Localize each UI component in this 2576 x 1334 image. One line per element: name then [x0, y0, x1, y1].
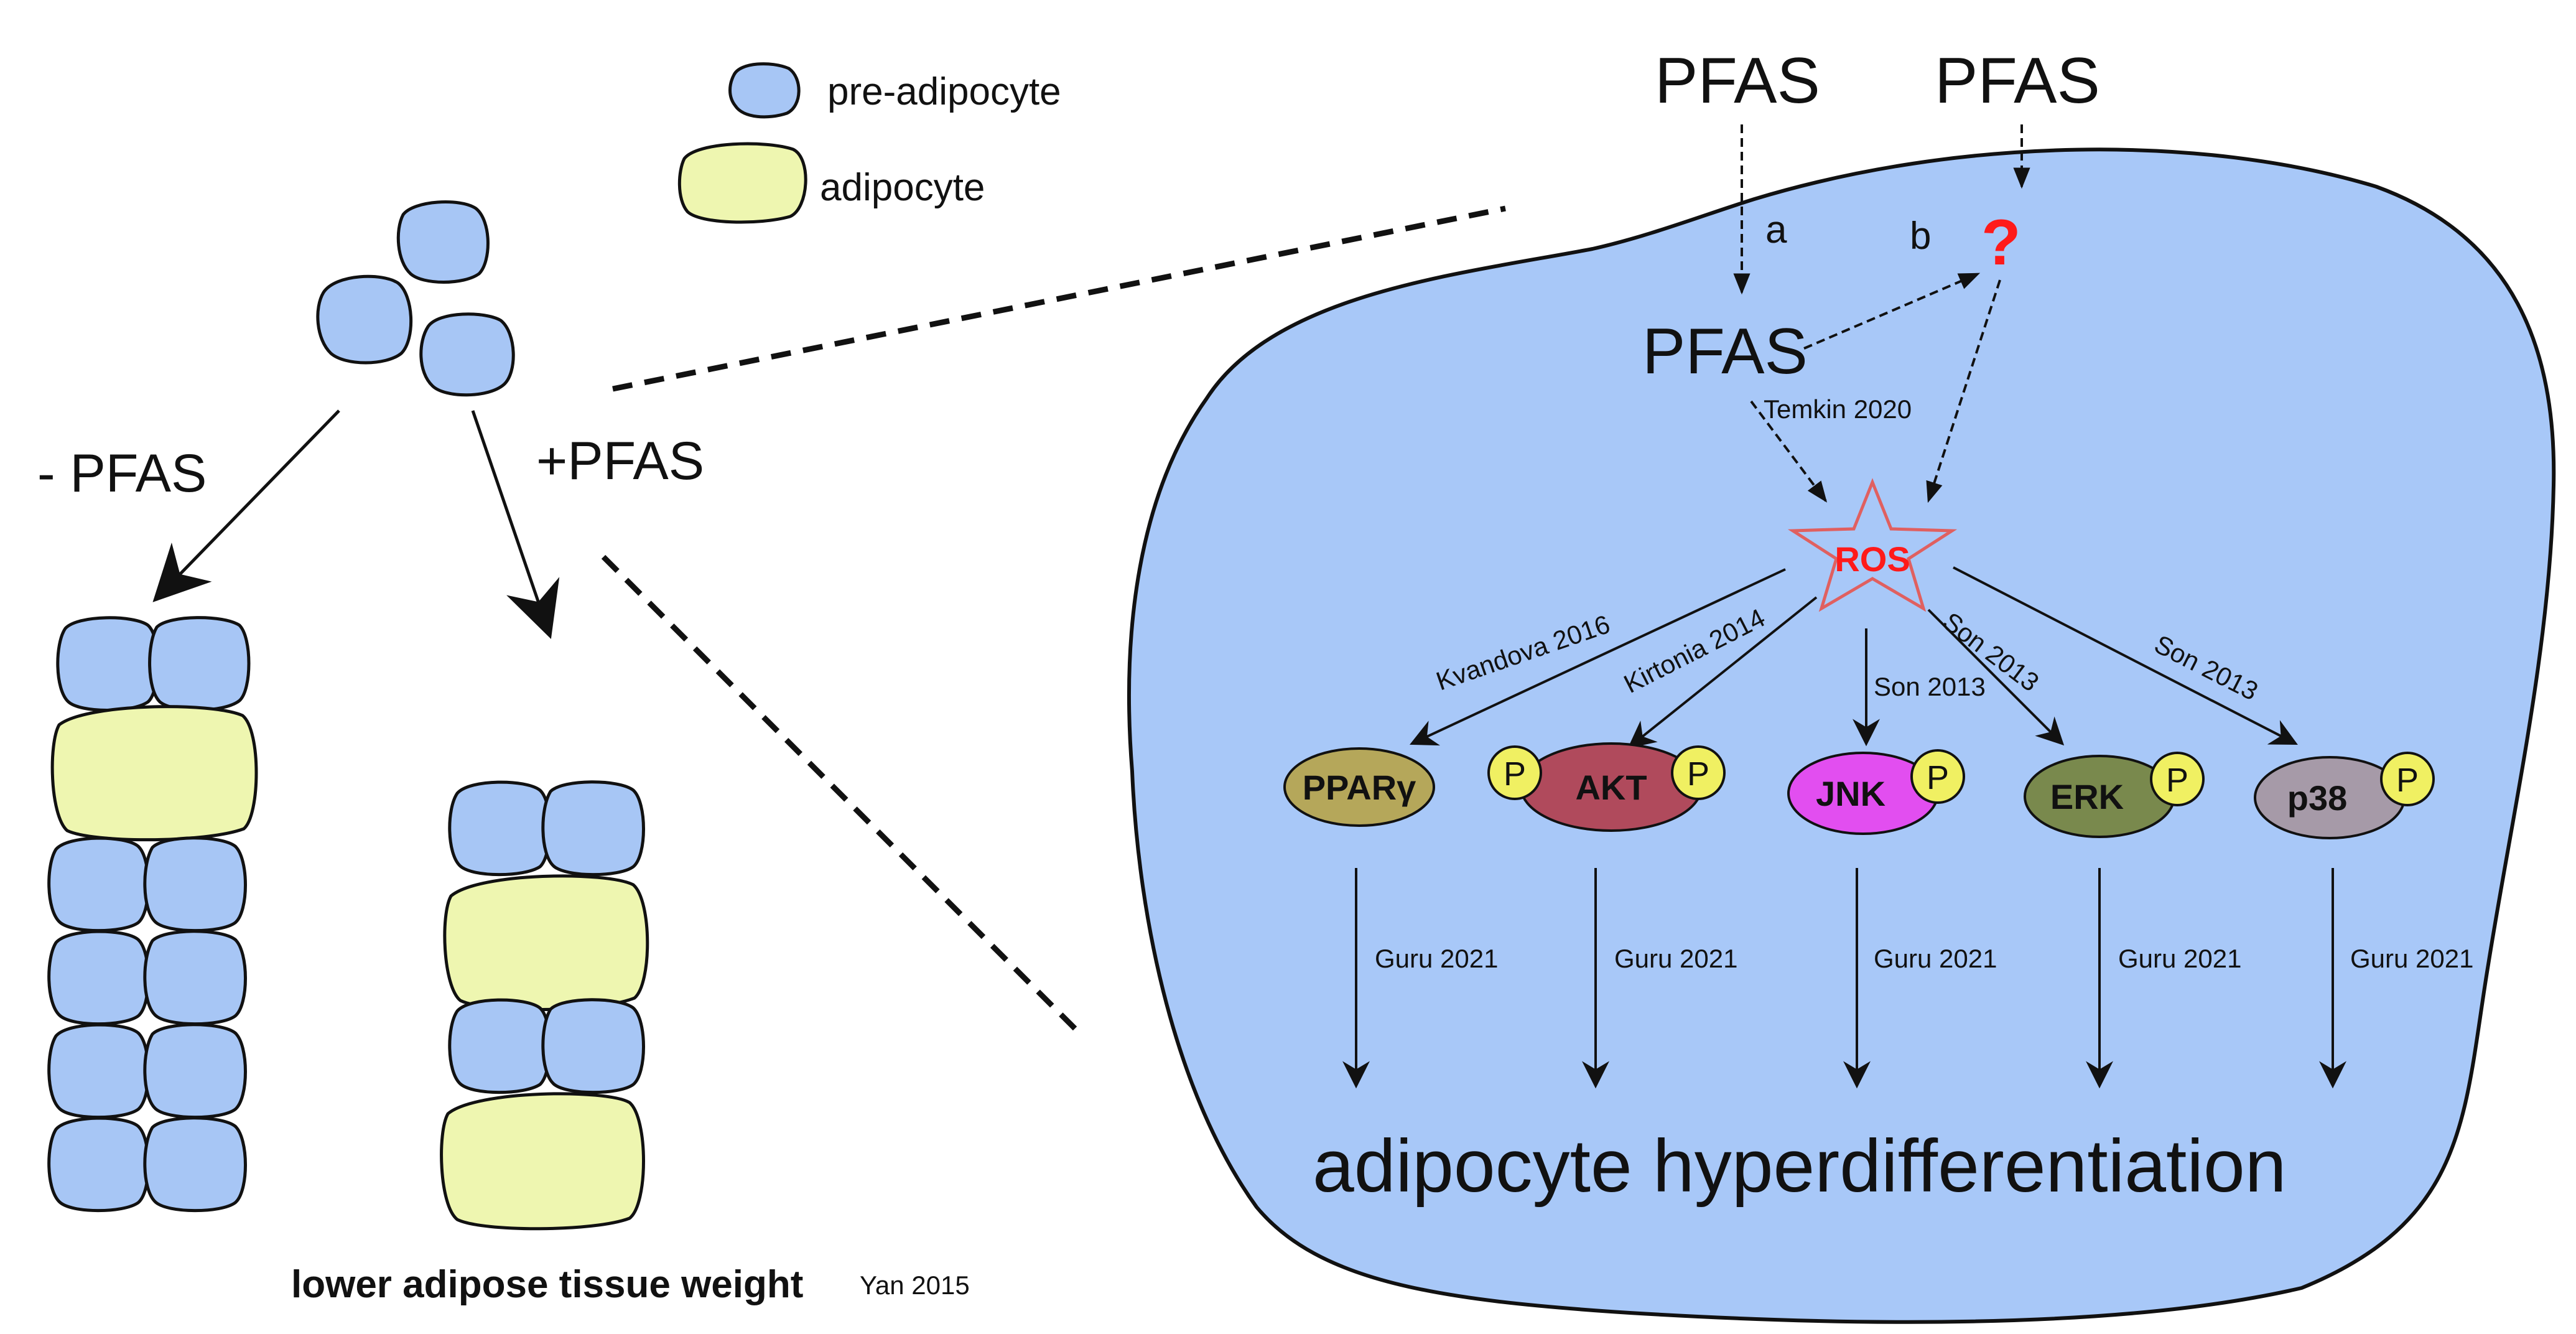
pre-adipocyte: [316, 274, 412, 365]
cell-outcome-label: adipocyte hyperdifferentiation: [1313, 1124, 2287, 1208]
node-pparg-label: PPARγ: [1303, 768, 1416, 807]
phospho-label: P: [2396, 762, 2419, 799]
phospho-icon: [1671, 745, 1726, 800]
pre-adipocyte: [148, 616, 251, 712]
zoom-line-top: [612, 205, 1506, 392]
adipocyte: [440, 1092, 645, 1231]
minus-pfas-arrow: [152, 409, 340, 602]
node-akt: AKT P P: [1487, 742, 1726, 832]
ref-guru-erk: Guru 2021: [2118, 944, 2241, 973]
path-b-label: b: [1910, 215, 1931, 258]
phospho-icon: [1487, 745, 1542, 800]
node-erk: ERK P: [2024, 752, 2205, 838]
ros-label: ROS: [1834, 539, 1910, 579]
tissue-stack-minus-pfas: [47, 616, 258, 1213]
plus-pfas-label: +PFAS: [536, 431, 704, 491]
phospho-icon: [2380, 752, 2435, 806]
minus-pfas-label: - PFAS: [37, 444, 207, 503]
phospho-label: P: [1687, 755, 1709, 793]
pre-adipocyte-cluster: [316, 200, 515, 397]
ref-guru-p38: Guru 2021: [2350, 944, 2473, 973]
outcome-ref: Yan 2015: [860, 1271, 970, 1300]
pre-adipocyte: [143, 1023, 247, 1119]
pre-adipocyte: [396, 200, 490, 284]
node-akt-label: AKT: [1575, 768, 1647, 807]
node-pparg: PPARγ: [1283, 747, 1435, 827]
pfas-outside-a: PFAS: [1655, 45, 1820, 117]
ref-guru-akt: Guru 2021: [1614, 944, 1737, 973]
arrow-ros-to-erk: [1927, 609, 2065, 746]
pre-adipocyte: [47, 930, 150, 1026]
phospho-label: P: [1504, 755, 1526, 793]
ros-star: [1787, 478, 1958, 612]
arrow-ros-to-pparg: [1410, 568, 1786, 746]
arrow-pfas-to-unknown-b: [1803, 273, 1981, 350]
pre-adipocyte: [143, 836, 247, 933]
node-p38: p38 P: [2254, 752, 2435, 839]
ref-guru-jnk: Guru 2021: [1874, 944, 1997, 973]
pfas-outside-b: PFAS: [1935, 45, 2100, 117]
adipocyte: [443, 874, 649, 1011]
arrow-ros-to-akt: [1627, 596, 1818, 749]
ref-temkin: Temkin 2020: [1764, 394, 1912, 424]
pre-adipocyte: [143, 930, 247, 1026]
phospho-icon: [1910, 749, 1965, 804]
pre-adipocyte: [419, 312, 515, 397]
pre-adipocyte: [143, 1116, 247, 1213]
phospho-icon: [2150, 752, 2205, 806]
pre-adipocyte: [448, 780, 552, 877]
pre-adipocyte: [541, 998, 645, 1094]
pre-adipocyte: [47, 836, 150, 933]
pre-adipocyte: [56, 616, 160, 712]
ref-son-jnk: Son 2013: [1874, 672, 1986, 701]
cell-body: [1127, 147, 2556, 1324]
path-a-label: a: [1765, 208, 1787, 251]
pre-adipocyte: [448, 998, 552, 1094]
tissue-stack-plus-pfas: [440, 780, 649, 1231]
arrow-ros-to-p38: [1953, 566, 2298, 745]
arrow-pfas-to-ros: [1750, 400, 1828, 503]
legend-adipocyte-label: adipocyte: [820, 166, 985, 209]
node-p38-label: p38: [2287, 778, 2348, 818]
plus-pfas-arrow: [471, 410, 560, 640]
node-erk-label: ERK: [2050, 777, 2124, 816]
outcome-label: lower adipose tissue weight: [291, 1263, 803, 1306]
adipocyte: [50, 705, 258, 842]
zoom-line-bottom: [601, 554, 1085, 1038]
pfas-inside: PFAS: [1642, 315, 1808, 388]
pre-adipocyte: [47, 1023, 150, 1119]
node-jnk: JNK P: [1787, 749, 1965, 835]
legend-pre-adipocyte-icon: [728, 62, 801, 119]
pre-adipocyte: [541, 780, 645, 877]
legend: pre-adipocyte adipocyte: [677, 62, 1061, 224]
phospho-label: P: [2166, 762, 2188, 799]
phospho-label: P: [1927, 759, 1949, 796]
unknown-target-mark: ?: [1981, 207, 2021, 279]
legend-adipocyte-icon: [677, 142, 807, 224]
node-jnk-label: JNK: [1816, 774, 1886, 813]
legend-pre-adipocyte-label: pre-adipocyte: [827, 70, 1061, 113]
pre-adipocyte: [47, 1116, 150, 1213]
ref-guru-pparg: Guru 2021: [1375, 944, 1498, 973]
arrow-unknown-to-ros: [1926, 279, 2001, 503]
